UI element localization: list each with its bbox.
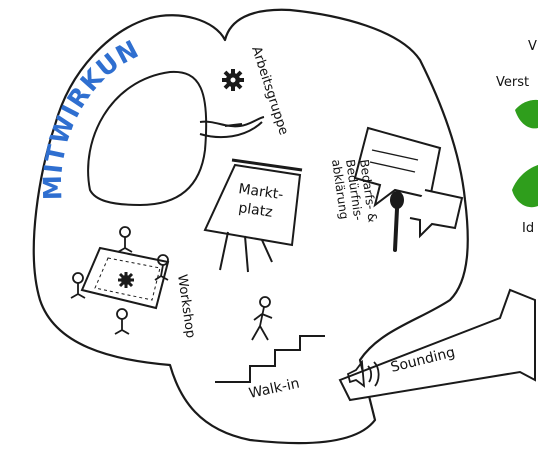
green-shape-bottom <box>512 165 538 207</box>
green-shape-top <box>515 100 538 129</box>
cropped-text-bottom: Id <box>522 221 534 236</box>
cropped-text-left: Verst <box>496 75 529 90</box>
cropped-text-top: V <box>528 39 537 54</box>
gear-icon <box>118 272 134 288</box>
gear-icon <box>222 69 244 91</box>
